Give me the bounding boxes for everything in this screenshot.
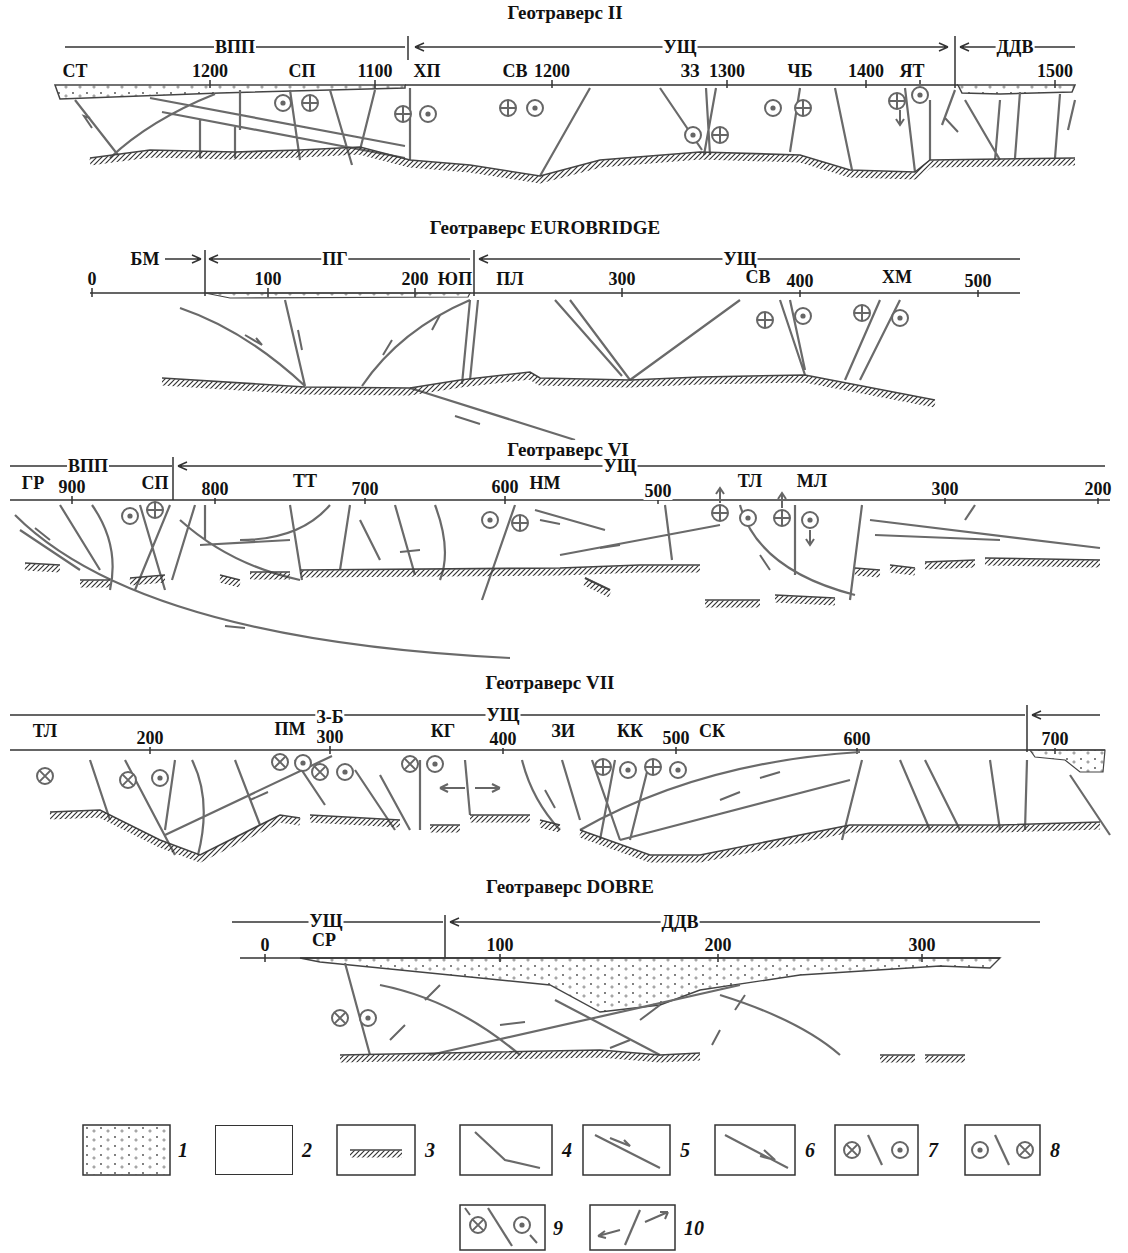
section-label: 200 [401, 270, 430, 288]
section-label: 100 [486, 936, 515, 954]
section-label: БМ [130, 250, 161, 268]
section-label: УЩ [603, 457, 638, 475]
section-label: 200 [704, 936, 733, 954]
section-label: ЗЗ [679, 62, 700, 80]
legend-number: 8 [1050, 1140, 1060, 1160]
section-label: 1200 [191, 62, 229, 80]
legend-number: 7 [928, 1140, 938, 1160]
legend-number: 1 [178, 1140, 188, 1160]
section-label: СВ [501, 62, 528, 80]
section-label: 1200 [533, 62, 571, 80]
section-label: 200 [1084, 480, 1113, 498]
legend-number: 10 [684, 1218, 704, 1238]
section-label: СК [698, 722, 726, 740]
section-label: 1400 [847, 62, 885, 80]
section-label: 500 [662, 729, 691, 747]
section-label: ДДВ [661, 913, 700, 931]
section-title: Геотраверс DOBRE [485, 877, 655, 897]
section-title: Геотраверс II [506, 3, 623, 23]
section-label: СТ [61, 62, 88, 80]
section-title: Геотраверс VII [485, 673, 616, 693]
section-label: 800 [201, 480, 230, 498]
section-label: 1100 [356, 62, 393, 80]
legend-number: 6 [805, 1140, 815, 1160]
section-label: ТТ [292, 472, 318, 490]
section-label: 1300 [708, 62, 746, 80]
section-label: ЗИ [550, 722, 576, 740]
section-label: ПГ [321, 250, 348, 268]
section-label: ХП [413, 62, 442, 80]
section-title: Геотраверс EUROBRIDGE [429, 218, 661, 238]
section-label: 300 [908, 936, 937, 954]
section-label: ГР [21, 474, 45, 492]
section-label: 500 [644, 482, 673, 500]
section-label: 200 [136, 729, 165, 747]
section-label: КК [616, 722, 644, 740]
section-label: З-Б [315, 708, 344, 726]
section-label: 300 [608, 270, 637, 288]
section-label: ВПП [67, 457, 109, 475]
legend-number: 9 [553, 1218, 563, 1238]
section-label: 300 [931, 480, 960, 498]
section-label: 600 [843, 730, 872, 748]
section-label: УЩ [663, 38, 698, 56]
legend-number: 3 [425, 1140, 435, 1160]
section-label: ДДВ [996, 38, 1035, 56]
section-label: НМ [529, 474, 562, 492]
section-label: СП [288, 62, 317, 80]
section-label: 900 [58, 478, 87, 496]
section-label: УЩ [309, 912, 344, 930]
section-label: 1500 [1036, 62, 1074, 80]
section-label: ХМ [881, 268, 913, 286]
section-label: СВ [744, 268, 771, 286]
legend-number: 4 [562, 1140, 572, 1160]
section-label: ЮП [437, 270, 473, 288]
section-label: 500 [964, 272, 993, 290]
section-label: ЧБ [786, 62, 813, 80]
section-label: 600 [491, 478, 520, 496]
section-label: ЯТ [898, 62, 925, 80]
section-label: ТЛ [737, 472, 764, 490]
section-label: 0 [260, 936, 271, 954]
section-label: 400 [489, 730, 518, 748]
section-label: СР [311, 931, 337, 949]
section-label: ТЛ [32, 722, 59, 740]
section-label: ПЛ [495, 270, 524, 288]
legend-number: 2 [302, 1140, 312, 1160]
section-label: МЛ [796, 472, 828, 490]
legend-number: 5 [680, 1140, 690, 1160]
section-label: КГ [430, 722, 457, 740]
section-label: ВПП [214, 38, 256, 56]
section-label: 100 [254, 270, 283, 288]
section-label: 0 [87, 270, 98, 288]
section-label: УЩ [486, 706, 521, 724]
section-label: 300 [316, 728, 345, 746]
legend-swatch [215, 1125, 293, 1175]
section-label: 700 [1041, 730, 1070, 748]
section-label: 400 [786, 272, 815, 290]
section-label: ПМ [274, 720, 307, 738]
section-label: СП [141, 474, 170, 492]
section-label: 700 [351, 480, 380, 498]
section-label: УЩ [723, 250, 758, 268]
